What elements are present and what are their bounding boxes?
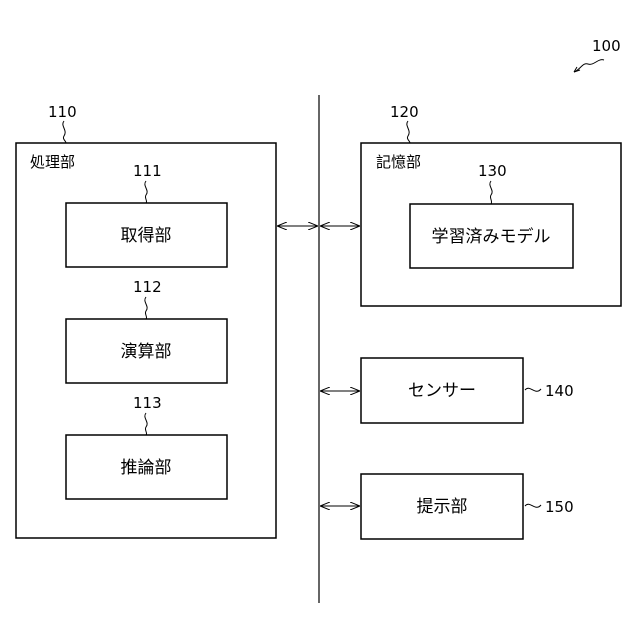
unit-112-ref-squiggle [145, 297, 147, 319]
presentation-ref-label: 150 [545, 498, 574, 516]
presentation-unit-label: 提示部 [417, 497, 468, 517]
sensor-ref-label: 140 [545, 382, 574, 400]
presentation-ref-squiggle [525, 504, 541, 507]
system-ref-label: 100 [592, 37, 621, 55]
unit-111-ref-squiggle [145, 181, 147, 203]
processing-ref-squiggle [63, 121, 66, 143]
processing-ref-label: 110 [48, 103, 77, 121]
processing-unit-title: 処理部 [30, 153, 75, 171]
trained-model-label: 学習済みモデル [432, 226, 551, 247]
system-ref-arrowhead [574, 67, 580, 72]
storage-ref-label: 120 [390, 103, 419, 121]
sensor-ref-squiggle [525, 388, 541, 391]
unit-112-ref-label: 112 [133, 278, 162, 296]
calculation-unit-label: 演算部 [121, 342, 172, 362]
acquisition-unit-label: 取得部 [121, 226, 172, 246]
unit-113-ref-squiggle [145, 413, 147, 435]
sensor-label: センサー [408, 381, 476, 401]
storage-ref-squiggle [407, 121, 410, 143]
unit-111-ref-label: 111 [133, 162, 162, 180]
unit-113-ref-label: 113 [133, 394, 162, 412]
storage-unit-title: 記憶部 [376, 153, 421, 171]
inference-unit-label: 推論部 [121, 458, 172, 478]
model-ref-squiggle [490, 181, 492, 204]
model-ref-label: 130 [478, 162, 507, 180]
